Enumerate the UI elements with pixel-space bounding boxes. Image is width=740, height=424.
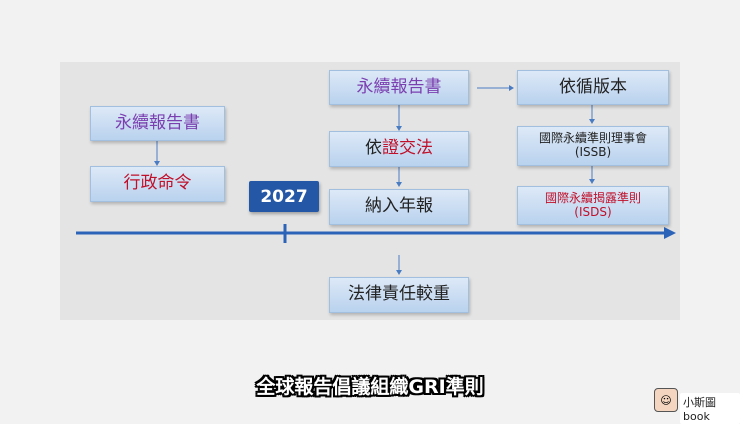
timeline-arrowhead [664, 227, 676, 239]
year-badge: 2027 [249, 181, 319, 212]
issb-name: 國際永續準則理事會 [538, 131, 647, 146]
securities-act-highlight: 證交法 [382, 138, 433, 159]
video-subtitle: 全球報告倡議組織GRI準則 [256, 376, 484, 398]
legal-liability-box: 法律責任較重 [329, 277, 469, 313]
securities-exchange-act-box: 依證交法 [329, 131, 469, 167]
isds-box: 國際永續揭露準則 (ISDS) [517, 186, 669, 225]
issb-abbr: (ISSB) [574, 145, 612, 159]
issb-box: 國際永續準則理事會 (ISSB) [517, 126, 669, 166]
channel-watermark: 小斯圖book [680, 393, 740, 424]
annual-report-box: 納入年報 [329, 189, 469, 225]
left-administrative-order-box: 行政命令 [90, 166, 225, 202]
center-sustainability-report-box: 永續報告書 [329, 70, 469, 105]
isds-name: 國際永續揭露準則 [544, 190, 641, 205]
securities-prefix: 依 [365, 138, 382, 159]
connectors [76, 85, 676, 275]
character-face-icon: ☺ [654, 388, 678, 412]
left-sustainability-report-box: 永續報告書 [90, 106, 225, 141]
compliance-version-box: 依循版本 [517, 70, 669, 105]
isds-abbr: (ISDS) [574, 204, 612, 219]
